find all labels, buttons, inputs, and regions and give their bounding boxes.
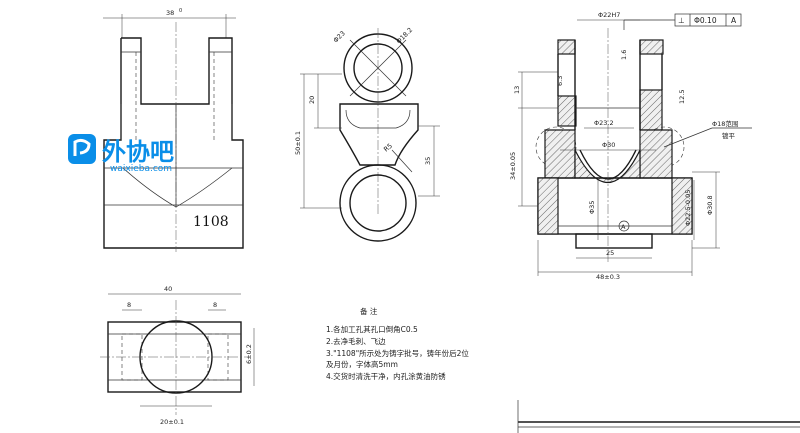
section-d3: Φ35 bbox=[588, 201, 596, 214]
tolerance-value: Φ0.10 bbox=[694, 16, 717, 25]
roughness-a: 1.6 bbox=[620, 50, 628, 60]
section-dim-25: 25 bbox=[606, 249, 614, 257]
section-note-sphere: Φ18范围 bbox=[712, 119, 738, 128]
section-dim-13: 13 bbox=[513, 86, 521, 94]
section-bore: Φ22H7 bbox=[598, 11, 620, 19]
section-d2: Φ30 bbox=[602, 141, 615, 149]
notes-heading: 备 注 bbox=[360, 306, 378, 316]
side-dim-r: R5 bbox=[382, 142, 394, 154]
top-dim-right: 8 bbox=[213, 301, 217, 309]
side-view: Φ23 Φ18.2 20 50±0.1 35 R5 bbox=[294, 26, 440, 242]
section-d1: Φ23.2 bbox=[594, 119, 614, 127]
side-dim-b: Φ18.2 bbox=[395, 26, 415, 46]
notes-block: 备 注 1.各加工孔其孔口倒角C0.5 2.去净毛刺、飞边 3."1108"所示… bbox=[326, 306, 469, 381]
side-dim-height: 20 bbox=[308, 96, 316, 104]
section-d4: Φ30.8 bbox=[706, 195, 714, 215]
section-dim-34: 34±0.05 bbox=[509, 152, 517, 180]
section-dim-48: 48±0.3 bbox=[596, 273, 620, 281]
note-item-3b: 及月份，字体高5mm bbox=[326, 359, 398, 369]
side-dim-a: Φ23 bbox=[332, 29, 347, 44]
top-dim-width: 40 bbox=[164, 285, 172, 293]
side-dim-total: 50±0.1 bbox=[294, 131, 302, 155]
note-item-4: 4.交货时清洗干净，内孔涂黄油防锈 bbox=[326, 371, 446, 381]
section-d5: Φ22.5-0.05 bbox=[684, 190, 692, 226]
top-view: 40 8 8 20±0.1 6±0.2 bbox=[100, 285, 255, 426]
watermark: 外协吧 waixieba.com bbox=[68, 134, 174, 174]
tolerance-datum: A bbox=[731, 16, 737, 25]
section-view: ⊥ Φ0.10 A Φ22H7 Φ bbox=[509, 11, 752, 281]
roughness-b: 6.3 bbox=[556, 76, 564, 86]
watermark-url: waixieba.com bbox=[110, 164, 172, 174]
datum-a: A bbox=[621, 223, 626, 231]
part-number-1108: 1108 bbox=[193, 214, 229, 230]
note-item-1: 1.各加工孔其孔口倒角C0.5 bbox=[326, 324, 418, 334]
svg-text:0: 0 bbox=[179, 8, 182, 14]
front-view: 38 0 1108 bbox=[103, 8, 244, 252]
top-dim-left: 8 bbox=[127, 301, 131, 309]
perpendicularity-symbol: ⊥ bbox=[678, 16, 685, 25]
note-item-2: 2.去净毛刺、飞边 bbox=[326, 336, 386, 346]
note-item-3: 3."1108"所示处为铸字批号，铸年份后2位 bbox=[326, 348, 469, 358]
side-dim-r2: 35 bbox=[424, 157, 432, 165]
roughness-c: 12.5 bbox=[678, 90, 686, 104]
top-dim-side: 6±0.2 bbox=[245, 344, 253, 364]
front-dim-top: 38 bbox=[166, 9, 174, 17]
top-dim-bottom: 20±0.1 bbox=[160, 418, 184, 426]
title-block bbox=[517, 400, 800, 433]
section-note-plate: 镀平 bbox=[722, 131, 736, 140]
watermark-brand: 外协吧 bbox=[102, 138, 174, 166]
